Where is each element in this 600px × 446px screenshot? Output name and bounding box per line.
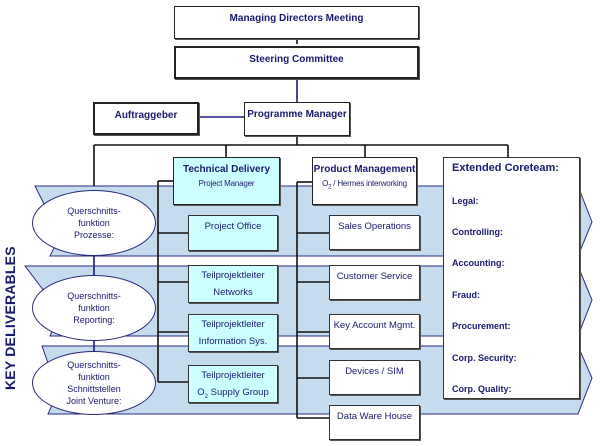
product-management-box[interactable]: Product Management O2 / Hermes interwork… — [312, 157, 417, 205]
ellipse-line: Joint Venture: — [66, 396, 122, 406]
cross-function-prozesse[interactable]: Querschnitts- funktion Prozesse: — [32, 190, 156, 256]
teilprojektleiter-label: Teilprojektleiter — [201, 319, 265, 330]
coreteam-item-accounting: Accounting: — [452, 258, 505, 268]
ellipse-line: Schnittstellen — [67, 384, 121, 394]
technical-delivery-subtitle: Project Manager — [198, 179, 255, 188]
teilprojektleiter-networks-box[interactable]: Teilprojektleiter Networks — [188, 265, 278, 303]
information-sys-label: Information Sys. — [198, 336, 268, 347]
coreteam-item-procurement: Procurement: — [452, 321, 511, 331]
managing-directors-label: Managing Directors Meeting — [229, 13, 364, 24]
programme-manager-box[interactable]: Programme Manager — [244, 102, 350, 136]
project-office-box[interactable]: Project Office — [188, 215, 278, 251]
extended-coreteam-title: Extended Coreteam: — [452, 162, 559, 174]
data-ware-house-label: Data Ware House — [336, 411, 413, 422]
steering-committee-label: Steering Committee — [249, 54, 344, 65]
ellipse-line: Prozesse: — [73, 230, 115, 240]
teilprojektleiter-o2-supply-box[interactable]: Teilprojektleiter O2 Supply Group — [188, 365, 278, 403]
key-account-mgmt-label: Key Account Mgmt. — [333, 320, 416, 331]
customer-service-label: Customer Service — [336, 271, 413, 282]
connector-lines — [93, 38, 509, 419]
networks-label: Networks — [213, 287, 253, 298]
technical-delivery-title: Technical Delivery — [182, 164, 271, 175]
product-management-subtitle: O2 / Hermes interworking — [322, 179, 407, 191]
teilprojektleiter-label: Teilprojektleiter — [201, 370, 265, 381]
ellipse-line: Querschnitts- — [67, 206, 121, 216]
project-office-label: Project Office — [204, 221, 262, 232]
steering-committee-box[interactable]: Steering Committee — [174, 46, 419, 79]
ellipse-line: Reporting: — [73, 315, 115, 325]
product-management-title: Product Management — [313, 164, 416, 175]
extended-coreteam-box[interactable]: Extended Coreteam: Legal: Controlling: A… — [443, 157, 580, 399]
o2-supply-group-label: O2 Supply Group — [197, 387, 269, 400]
ellipse-line: Querschnitts- — [67, 360, 121, 370]
key-account-mgmt-box[interactable]: Key Account Mgmt. — [329, 314, 420, 349]
auftraggeber-label: Auftraggeber — [114, 110, 178, 121]
ellipse-line: funktion — [78, 218, 110, 228]
coreteam-item-legal: Legal: — [452, 196, 479, 206]
coreteam-item-fraud: Fraud: — [452, 290, 480, 300]
managing-directors-box[interactable]: Managing Directors Meeting — [174, 6, 419, 39]
sales-operations-label: Sales Operations — [338, 221, 411, 232]
ellipse-line: Querschnitts- — [67, 291, 121, 301]
customer-service-box[interactable]: Customer Service — [329, 265, 420, 300]
auftraggeber-box[interactable]: Auftraggeber — [93, 102, 199, 135]
programme-manager-label: Programme Manager — [247, 109, 347, 120]
devices-sim-box[interactable]: Devices / SIM — [329, 360, 420, 395]
devices-sim-label: Devices / SIM — [345, 366, 404, 377]
sales-operations-box[interactable]: Sales Operations — [329, 215, 420, 250]
cross-function-schnittstellen[interactable]: Querschnitts- funktion Schnittstellen Jo… — [32, 351, 156, 415]
teilprojektleiter-information-sys-box[interactable]: Teilprojektleiter Information Sys. — [188, 314, 278, 352]
key-deliverables-label: KEY DELIVERABLES — [2, 246, 18, 390]
technical-delivery-box[interactable]: Technical Delivery Project Manager — [173, 157, 280, 205]
coreteam-item-corp-security: Corp. Security: — [452, 353, 517, 363]
ellipse-line: funktion — [78, 303, 110, 313]
teilprojektleiter-label: Teilprojektleiter — [201, 270, 265, 281]
data-ware-house-box[interactable]: Data Ware House — [329, 405, 420, 440]
coreteam-item-controlling: Controlling: — [452, 227, 503, 237]
ellipse-line: funktion — [78, 372, 110, 382]
coreteam-item-corp-quality: Corp. Quality: — [452, 384, 512, 394]
cross-function-reporting[interactable]: Querschnitts- funktion Reporting: — [32, 275, 156, 341]
